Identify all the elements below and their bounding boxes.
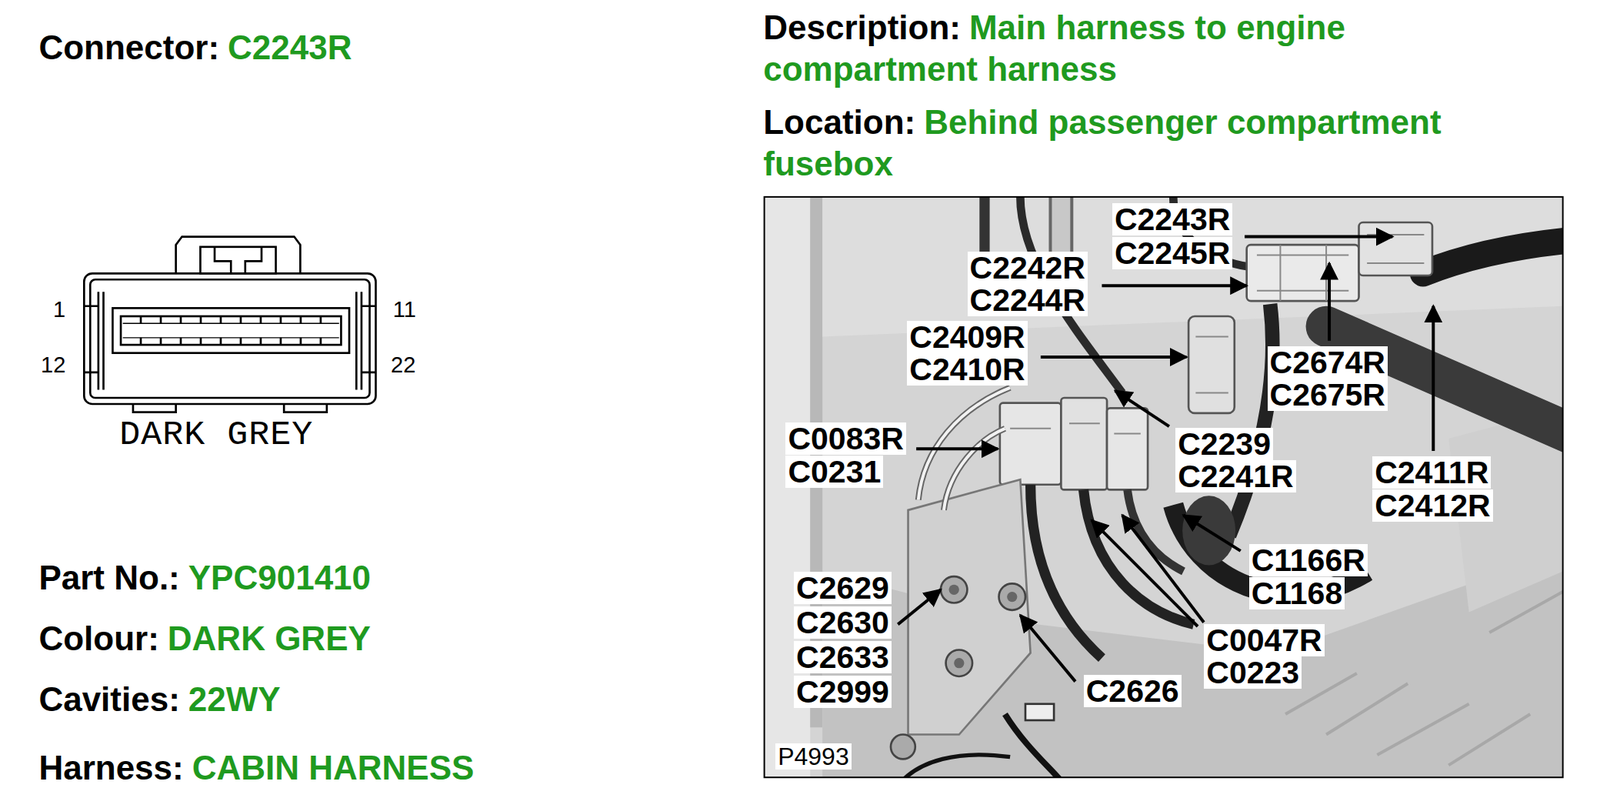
- text-row: C2241R: [1175, 460, 1296, 493]
- text-row: C2410R: [906, 353, 1027, 386]
- callout-label: C2242R: [967, 251, 1088, 284]
- text-row: Location:Behind passenger compartment fu…: [763, 101, 1564, 185]
- text-row: C2242R: [967, 251, 1088, 284]
- callout-label: C1166R: [1249, 543, 1368, 577]
- leader-arrows: [897, 236, 1434, 682]
- text-row: Part No.:YPC901410: [38, 556, 371, 599]
- text-row: Harness:CABIN HARNESS: [38, 746, 474, 789]
- text-row: Description:Main harness to engine compa…: [763, 6, 1564, 90]
- pin-number: 12: [40, 352, 66, 377]
- field-value: CABIN HARNESS: [192, 748, 475, 787]
- field-label: Connector:: [38, 28, 220, 67]
- pin-number: 1: [53, 296, 66, 322]
- text-row: C2629: [793, 571, 892, 604]
- text-row: C2243R: [1112, 203, 1233, 236]
- callout-label: C2629: [793, 571, 892, 604]
- field-label: Colour:: [38, 619, 159, 657]
- callout-label: C1168: [1249, 576, 1346, 610]
- text-row: 22: [390, 351, 416, 378]
- text-row: DARK GREY: [119, 416, 314, 455]
- text-row: 12: [40, 351, 66, 378]
- field-value: 22WY: [188, 680, 281, 718]
- text-row: C2633: [793, 640, 892, 674]
- callout-label: C2409R: [906, 320, 1027, 354]
- field-label: Location:: [763, 103, 916, 141]
- field-value: DARK GREY: [167, 619, 371, 657]
- text-row: Colour:DARK GREY: [38, 617, 370, 660]
- field-label: Cavities:: [38, 680, 180, 718]
- field-value: C2243R: [227, 28, 352, 67]
- callout-label: C2239: [1175, 427, 1274, 460]
- callout-label: C2245R: [1112, 236, 1233, 270]
- text-row: C2412R: [1372, 489, 1493, 522]
- text-row: Cavities:22WY: [38, 678, 280, 720]
- callout-label: C0223: [1203, 656, 1302, 689]
- field-label: Harness:: [38, 748, 184, 787]
- callout-label: C2633: [793, 640, 892, 674]
- callout-label: C2411R: [1372, 456, 1491, 489]
- callout-label: C2410R: [906, 353, 1027, 386]
- text-row: P4993: [775, 743, 852, 770]
- connector-colour-label: DARK GREY: [119, 415, 314, 455]
- text-row: C1168: [1249, 576, 1346, 610]
- callout-label: C0083R: [785, 422, 906, 455]
- callout-label: C2630: [793, 606, 892, 639]
- text-row: C2244R: [967, 283, 1088, 317]
- text-row: 11: [393, 296, 417, 323]
- text-row: C2411R: [1372, 456, 1491, 489]
- text-row: C2409R: [906, 320, 1027, 354]
- callout-label: C2243R: [1112, 203, 1233, 236]
- text-row: C0047R: [1203, 623, 1324, 657]
- figure-number: P4993: [775, 743, 852, 770]
- location-illustration: [764, 196, 1564, 777]
- callout-label: C0047R: [1203, 623, 1324, 657]
- pin-number: 22: [390, 352, 416, 377]
- callout-label: C2244R: [967, 283, 1088, 317]
- callout-label: C2999: [793, 675, 892, 708]
- text-row: C2675R: [1267, 378, 1388, 411]
- text-row: 1: [53, 296, 66, 323]
- text-row: C2245R: [1112, 236, 1233, 270]
- text-row: C2674R: [1267, 346, 1388, 379]
- text-row: C2626: [1083, 674, 1182, 707]
- connector-face: [83, 236, 376, 413]
- callout-label: C2675R: [1267, 378, 1388, 411]
- text-row: C2999: [793, 675, 892, 708]
- callout-label: C2241R: [1175, 460, 1296, 493]
- text-row: C0083R: [785, 422, 906, 455]
- text-row: Connector:C2243R: [38, 26, 352, 69]
- text-row: C0223: [1203, 656, 1302, 689]
- text-row: C2239: [1175, 427, 1274, 460]
- callout-label: C0231: [785, 455, 884, 488]
- callout-label: C2626: [1083, 674, 1182, 707]
- text-row: C0231: [785, 455, 884, 488]
- field-label: Part No.:: [38, 558, 180, 597]
- field-label: Description:: [763, 8, 961, 47]
- field-value: YPC901410: [188, 558, 371, 597]
- pin-number: 11: [393, 296, 417, 322]
- text-row: C1166R: [1249, 543, 1368, 577]
- callout-label: C2674R: [1267, 346, 1388, 379]
- callout-label: C2412R: [1372, 489, 1493, 522]
- text-row: C2630: [793, 606, 892, 639]
